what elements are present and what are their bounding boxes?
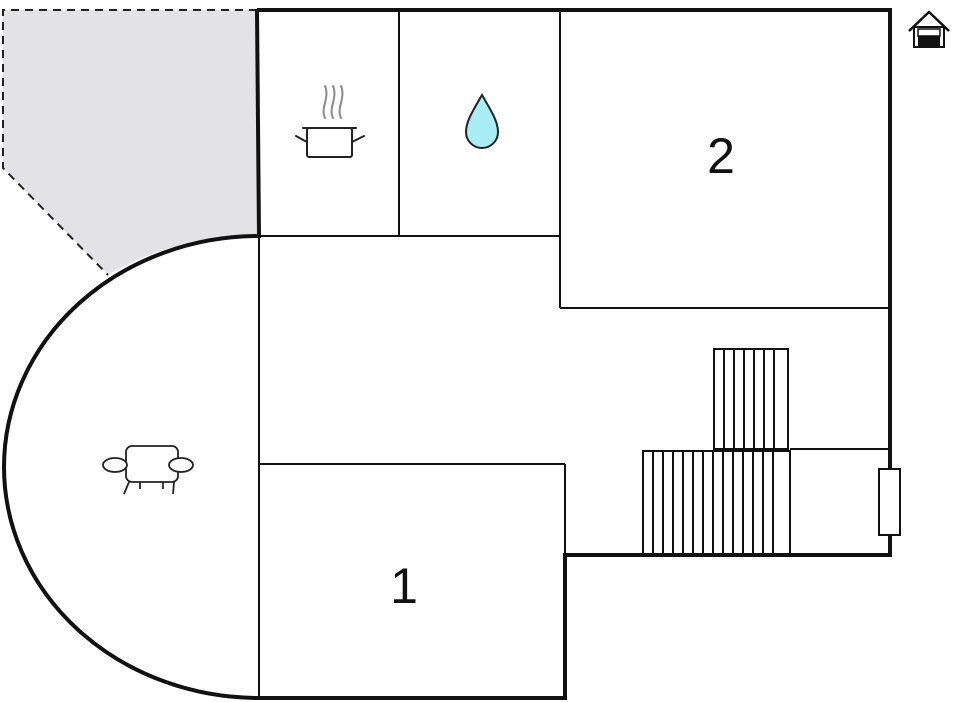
window [878, 468, 901, 536]
stair-upper-flight [713, 348, 789, 450]
outer-walls [2, 8, 892, 700]
stair-upper-treads [723, 349, 775, 449]
water-drop-icon [464, 93, 500, 149]
house-entrance-icon [908, 10, 950, 48]
stair-lower-flight [642, 450, 791, 556]
room-label-1: 1 [390, 558, 418, 614]
terrace-area [2, 9, 259, 276]
stair-lower-treads [652, 451, 774, 555]
room-label-2: 2 [707, 128, 735, 184]
interior-walls [258, 12, 888, 698]
cooking-pot-icon [295, 85, 365, 158]
staircase [642, 348, 791, 556]
sofa-icon [102, 445, 194, 495]
